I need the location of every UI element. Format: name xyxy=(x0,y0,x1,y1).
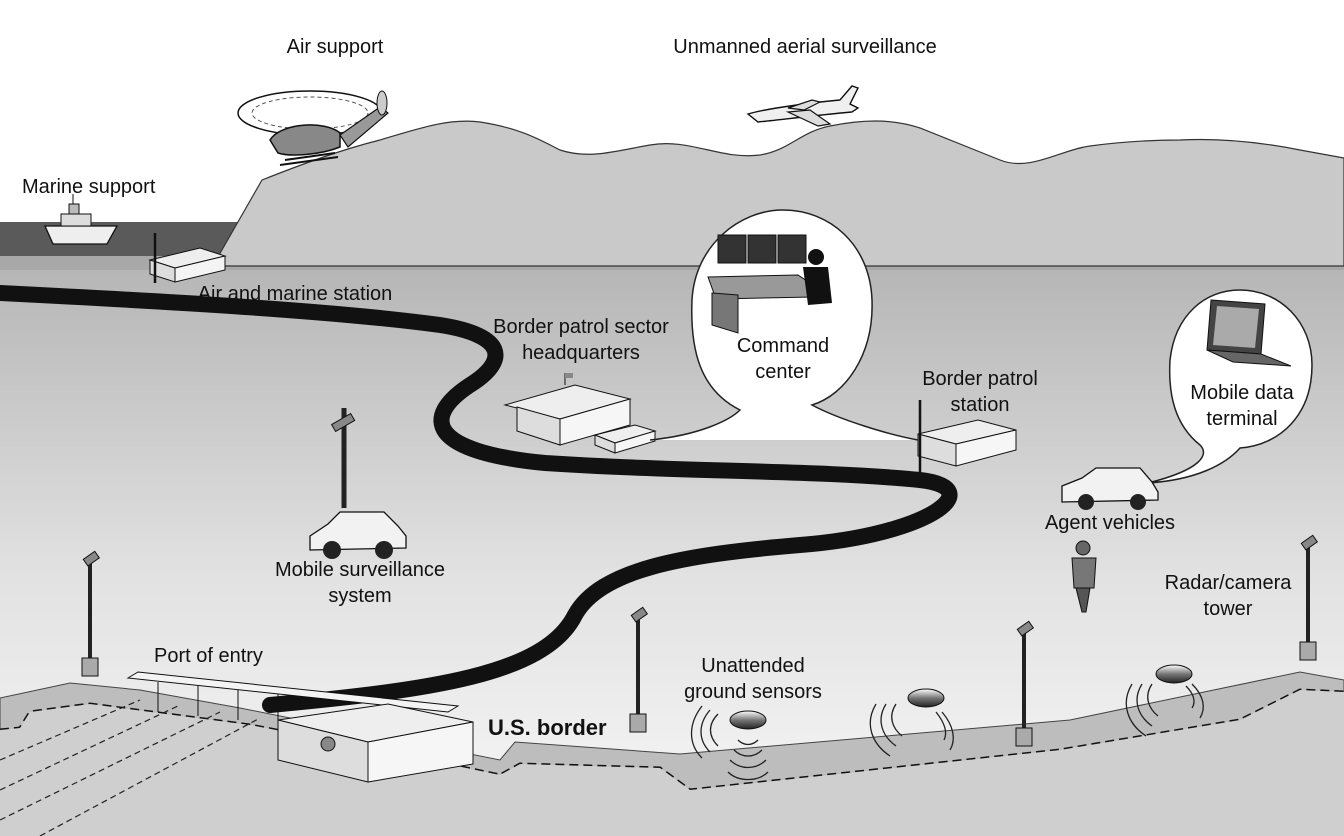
label-ground-sensors-line1: Unattended xyxy=(701,655,805,677)
mountains xyxy=(214,120,1344,267)
port-lanes xyxy=(0,699,261,836)
radar-tower-left xyxy=(81,550,101,677)
marine-boat-icon xyxy=(43,194,119,245)
ground-sensor-1 xyxy=(690,705,769,781)
label-ground-sensors: Unattended ground sensors xyxy=(668,653,838,705)
sector-hq-building xyxy=(503,373,657,454)
label-radar-camera-tower-line2: tower xyxy=(1203,598,1253,620)
radar-tower-right-center xyxy=(1015,620,1035,747)
mobile-terminal-callout xyxy=(1147,289,1313,484)
air-marine-station-building xyxy=(148,233,227,283)
label-marine-support: Marine support xyxy=(22,176,156,198)
label-uav: Unmanned aerial surveillance xyxy=(673,36,937,58)
ground-sensor-3 xyxy=(1125,664,1204,737)
label-mobile-surveillance-line2: system xyxy=(328,585,392,607)
road xyxy=(0,285,958,713)
agent-person-icon xyxy=(1071,540,1097,613)
label-mobile-data-terminal: Mobile data terminal xyxy=(1172,380,1312,432)
label-port-of-entry: Port of entry xyxy=(154,645,263,667)
label-patrol-station: Border patrol station xyxy=(900,366,1060,418)
label-agent-vehicles: Agent vehicles xyxy=(1044,512,1176,534)
label-radar-camera-tower: Radar/camera tower xyxy=(1148,570,1308,622)
radar-tower-right xyxy=(1299,534,1319,661)
label-us-border: U.S. border xyxy=(488,715,607,740)
label-sector-hq-line2: headquarters xyxy=(522,342,640,364)
label-mobile-surveillance: Mobile surveillance system xyxy=(255,557,465,609)
label-command-center: Command center xyxy=(718,333,848,385)
mobile-surveillance-vehicle-icon xyxy=(309,408,407,559)
label-mobile-data-terminal-line2: terminal xyxy=(1206,408,1278,430)
label-command-center-line1: Command xyxy=(736,335,830,357)
label-patrol-station-line1: Border patrol xyxy=(922,368,1038,390)
patrol-station-building xyxy=(917,400,1017,472)
label-patrol-station-line2: station xyxy=(950,394,1010,416)
foreground-ground xyxy=(0,690,1344,836)
label-mobile-data-terminal-line1: Mobile data xyxy=(1190,382,1294,404)
label-sector-hq: Border patrol sector headquarters xyxy=(476,314,686,366)
helicopter-icon xyxy=(237,90,389,166)
uav-airplane-icon xyxy=(746,85,860,127)
laptop-icon xyxy=(1206,299,1292,367)
agent-vehicle-icon xyxy=(1061,467,1159,510)
command-center-callout xyxy=(649,209,919,441)
port-of-entry-building xyxy=(126,671,474,783)
label-air-support: Air support xyxy=(286,36,384,58)
label-mobile-surveillance-line1: Mobile surveillance xyxy=(274,559,446,581)
ground-sensor-2 xyxy=(869,688,954,757)
label-radar-camera-tower-line1: Radar/camera xyxy=(1164,572,1292,594)
label-ground-sensors-line2: ground sensors xyxy=(684,681,822,703)
label-air-marine-station: Air and marine station xyxy=(197,283,393,305)
radar-tower-center xyxy=(629,606,649,733)
label-command-center-line2: center xyxy=(755,361,811,383)
label-sector-hq-line1: Border patrol sector xyxy=(493,316,669,338)
command-center-desk-icon xyxy=(707,234,832,334)
